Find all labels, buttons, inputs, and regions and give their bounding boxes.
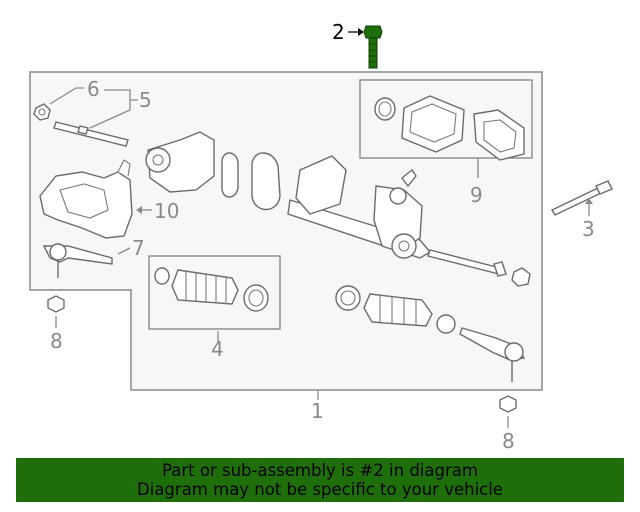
nut-part-6 (33, 103, 51, 121)
right-boot-assembly (335, 285, 456, 334)
seal-ring-oval (221, 152, 239, 198)
seal-ring-large (251, 152, 281, 211)
o-ring-part-9 (374, 97, 396, 121)
callout-9: 9 (470, 183, 483, 207)
steering-gear-assembly (287, 155, 531, 287)
control-module-part-9 (401, 95, 465, 153)
callout-8-right: 8 (502, 429, 515, 453)
nut-part-8-right (499, 395, 517, 428)
nut-part-8-left (47, 295, 65, 328)
pinion-housing (145, 131, 215, 193)
callout-2: 2 (332, 20, 345, 44)
banner-line-2: Diagram may not be specific to your vehi… (137, 480, 503, 499)
heat-shield-part-10 (39, 159, 133, 239)
callout-1: 1 (311, 399, 324, 423)
arrow-2 (358, 28, 364, 36)
callout-3: 3 (582, 217, 595, 241)
inner-tie-rod-part-5 (53, 121, 129, 147)
callout-7: 7 (132, 236, 145, 260)
motor-cover-part-9 (473, 109, 525, 161)
bolt-part-3 (551, 180, 613, 216)
tie-rod-end-part-7 (42, 243, 113, 278)
callout-8-left: 8 (50, 329, 63, 353)
diagram-notice-banner: Part or sub-assembly is #2 in diagram Di… (16, 458, 624, 502)
callout-10: 10 (154, 199, 179, 223)
callout-4: 4 (211, 337, 224, 361)
boot-kit-part-4 (154, 267, 269, 312)
callout-5: 5 (139, 88, 152, 112)
banner-line-1: Part or sub-assembly is #2 in diagram (162, 461, 478, 480)
tie-rod-end-right (459, 327, 526, 382)
bolt-part-2[interactable] (363, 25, 383, 69)
callout-6: 6 (87, 77, 100, 101)
